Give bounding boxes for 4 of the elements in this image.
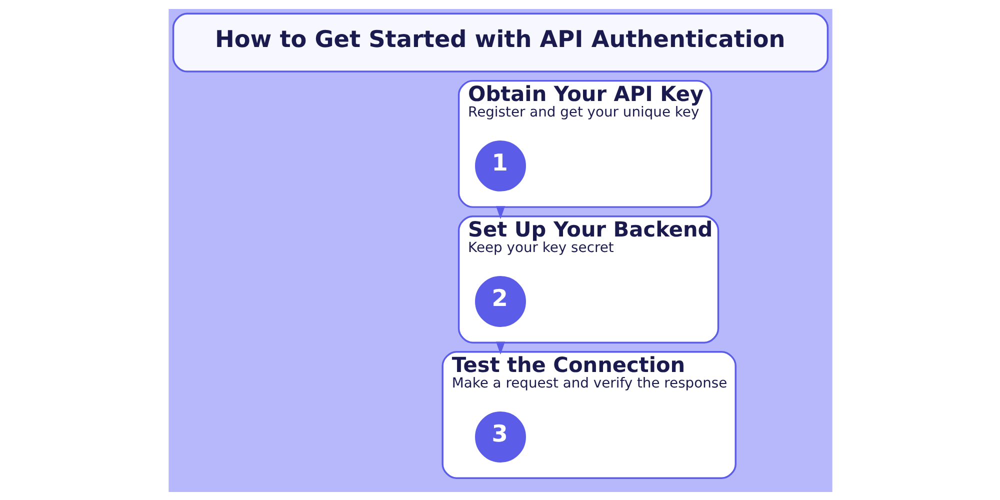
node-circle: 1 <box>474 140 526 191</box>
node-circle: 3 <box>474 411 526 462</box>
node-box: How to Get Started with API Authentication <box>172 12 828 72</box>
node-circle: 2 <box>474 275 526 326</box>
